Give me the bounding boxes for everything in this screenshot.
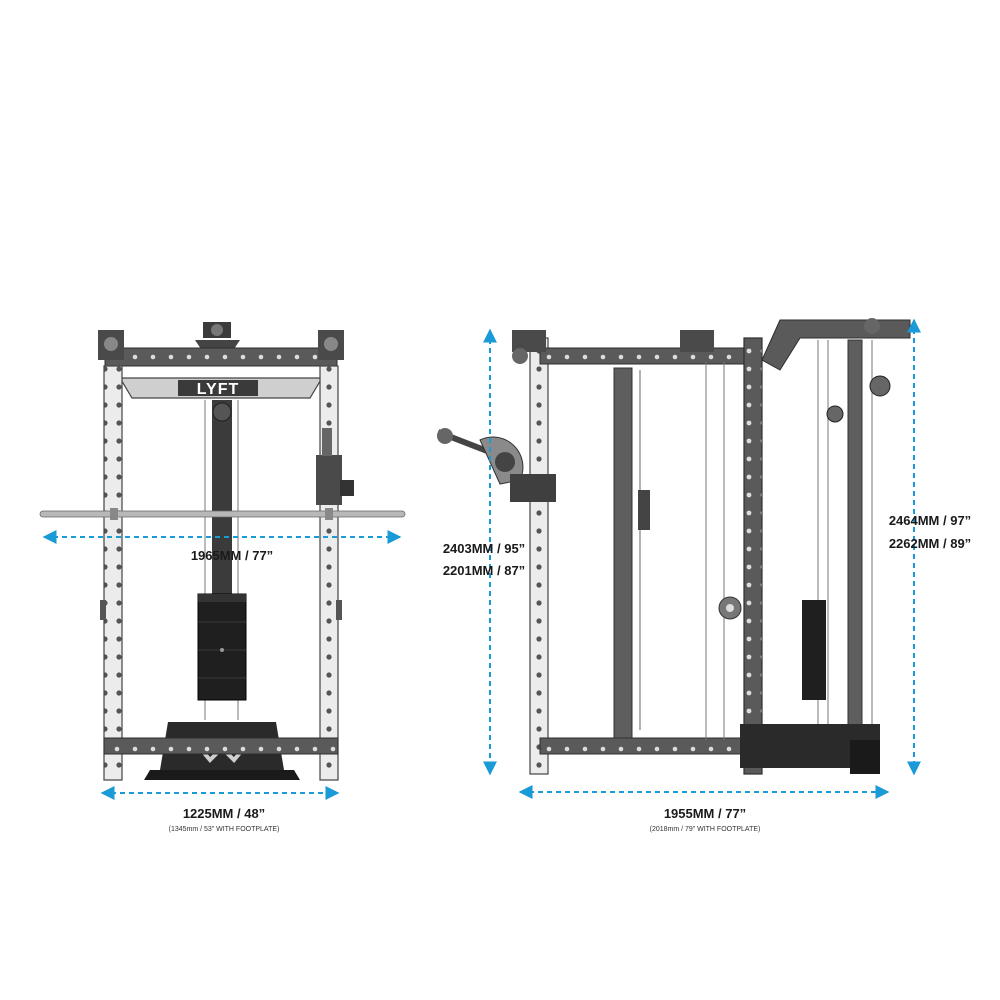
top-rail (539, 347, 761, 365)
left-corner-pulley-icon (98, 330, 124, 360)
left-upright (103, 365, 123, 781)
side-view: 2403MM / 95” 2201MM / 87” 2464MM / 97” 2… (436, 318, 971, 833)
base-width-note: (1345mm / 53” WITH FOOTPLATE) (169, 826, 280, 833)
brand-logo: LYFT (197, 381, 240, 398)
rear-upright (743, 337, 763, 775)
front-view: LYFT (39, 322, 406, 833)
inner-column (613, 367, 633, 739)
rear-height-label-1: 2464MM / 97” (889, 513, 971, 528)
depth-note: (2018mm / 79” WITH FOOTPLATE) (650, 826, 761, 833)
depth-label: 1955MM / 77” (664, 806, 746, 821)
rear-weight-stack (802, 600, 826, 700)
rear-height-label-2: 2262MM / 89” (889, 536, 971, 551)
rear-tower (761, 318, 911, 761)
width-label: 1965MM / 77” (191, 548, 273, 563)
front-upright (529, 337, 549, 775)
top-crossmember (104, 347, 338, 367)
logo-plate: LYFT (118, 377, 324, 399)
base-width-label: 1225MM / 48” (183, 806, 265, 821)
bottom-rail (539, 737, 761, 755)
smith-carriage-icon (316, 428, 354, 505)
front-height-label-2: 2201MM / 87” (443, 563, 525, 578)
weight-stack (197, 593, 247, 701)
center-column (212, 400, 232, 600)
front-height-label-1: 2403MM / 95” (443, 541, 525, 556)
right-corner-pulley-icon (318, 330, 344, 360)
bottom-crossmember (103, 737, 339, 755)
barbell (39, 508, 406, 520)
